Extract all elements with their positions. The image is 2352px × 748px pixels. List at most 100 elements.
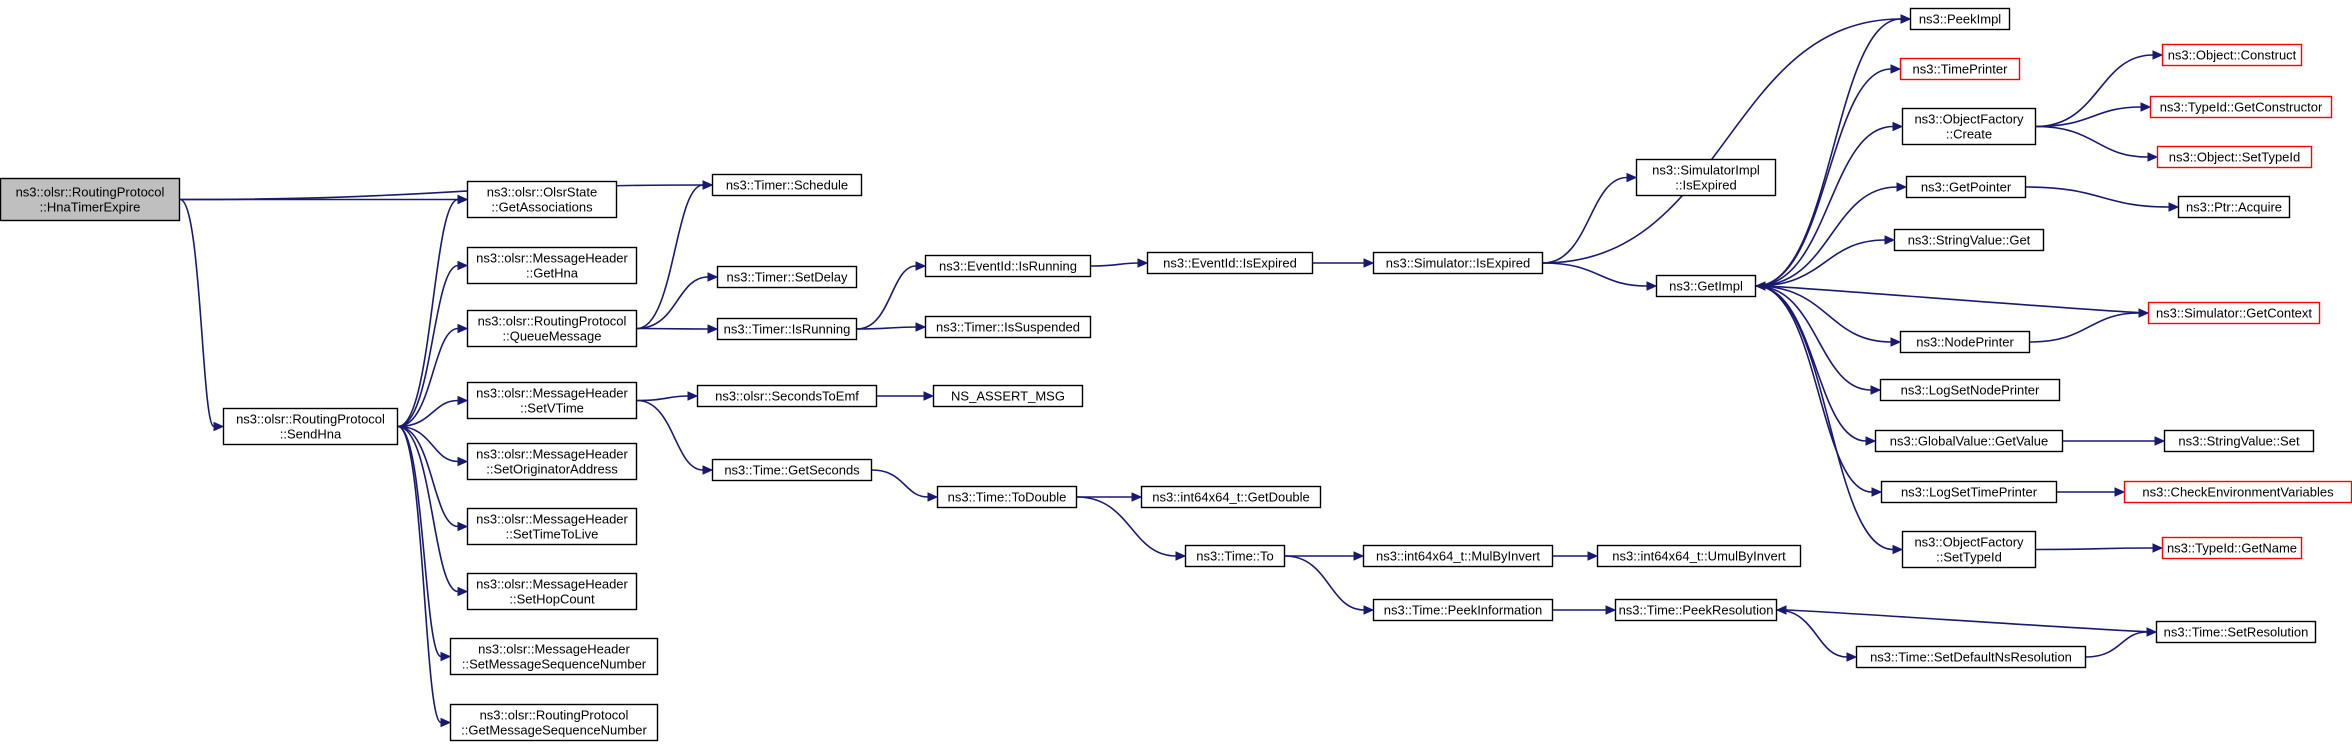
node-label-setdefres-line-0: ns3::Time::SetDefaultNsResolution [1870,650,2072,665]
node-getpointer[interactable]: ns3::GetPointer [1905,175,2027,199]
edge-getimpl-to-ofsettypeid [1755,285,1894,551]
node-timeprinter[interactable]: ns3::TimePrinter [1899,57,2021,81]
node-label-setvtime-line-0: ns3::olsr::MessageHeader [476,386,628,401]
node-typeidgetname[interactable]: ns3::TypeId::GetName [2161,536,2303,560]
node-label-objsettypeid-line-0: ns3::Object::SetTypeId [2169,150,2301,165]
node-label-setres-line-0: ns3::Time::SetResolution [2164,625,2309,640]
node-simisexpired[interactable]: ns3::Simulator::IsExpired [1372,251,1544,275]
node-box-peekinfo [1372,598,1554,622]
node-objsettypeid[interactable]: ns3::Object::SetTypeId [2156,145,2313,169]
node-evisrunning[interactable]: ns3::EventId::IsRunning [924,254,1092,278]
node-label-gethna-line-1: ::GetHna [526,266,579,281]
node-label-secstoemf-line-0: ns3::olsr::SecondsToEmf [715,389,859,404]
node-label-getassoc-line-0: ns3::olsr::OlsrState [487,185,598,200]
node-box-simimplisexp [1635,158,1777,197]
node-label-setttl-line-0: ns3::olsr::MessageHeader [476,512,628,527]
edge-sendhna-to-setseq [397,425,442,658]
node-getconstructor[interactable]: ns3::TypeId::GetConstructor [2149,95,2333,119]
arrowhead-root-to-sendhna [213,421,225,432]
node-umulbyinv[interactable]: ns3::int64x64_t::UmulByInvert [1596,544,1802,568]
node-secstoemf[interactable]: ns3::olsr::SecondsToEmf [696,384,878,408]
node-mulbyinv[interactable]: ns3::int64x64_t::MulByInvert [1362,544,1554,568]
node-root[interactable]: ns3::olsr::RoutingProtocol::HnaTimerExpi… [0,177,181,222]
arrowhead-getimpl-to-logsetnode [1870,385,1882,395]
node-schedule[interactable]: ns3::Timer::Schedule [711,173,863,197]
node-sethop[interactable]: ns3::olsr::MessageHeader::SetHopCount [466,572,638,611]
node-queuemsg[interactable]: ns3::olsr::RoutingProtocol::QueueMessage [466,309,638,348]
edge-queuemsg-to-isrunningT [636,327,709,330]
edge-queuemsg-to-schedule [636,184,704,330]
node-box-evisrunning [924,254,1092,278]
node-getseq[interactable]: ns3::olsr::RoutingProtocol::GetMessageSe… [449,703,659,742]
node-assertmsg[interactable]: NS_ASSERT_MSG [932,384,1084,408]
node-gethna[interactable]: ns3::olsr::MessageHeader::GetHna [466,246,638,285]
node-label-isrunningT-line-0: ns3::Timer::IsRunning [724,322,851,337]
arrowhead-getimpl-to-gvgetvalue [1865,436,1877,446]
edge-todouble-to-timeto [1076,496,1177,557]
arrowhead-simisexpired-to-getimpl [1646,281,1658,291]
arrowhead-getpointer-to-ptracquire [2168,202,2180,212]
node-box-setseq [449,637,659,676]
arrowhead-ofcreate-to-getconstructor [2140,102,2152,112]
edge-sendhna-to-sethop [397,425,459,593]
node-box-getimpl [1655,274,1757,298]
node-peekinfo[interactable]: ns3::Time::PeekInformation [1372,598,1554,622]
node-label-ofsettypeid-line-1: ::SetTypeId [1936,550,2002,565]
node-logsetnode[interactable]: ns3::LogSetNodePrinter [1879,378,2061,402]
node-ofcreate[interactable]: ns3::ObjectFactory::Create [1901,107,2037,146]
node-getassoc[interactable]: ns3::olsr::OlsrState::GetAssociations [466,180,618,219]
node-label-logsettime-line-0: ns3::LogSetTimePrinter [1901,485,2038,500]
node-getcontext[interactable]: ns3::Simulator::GetContext [2147,301,2321,325]
node-gvgetvalue[interactable]: ns3::GlobalValue::GetValue [1874,429,2064,453]
node-objconstruct[interactable]: ns3::Object::Construct [2161,43,2303,67]
node-box-root [0,177,181,222]
edge-evisrunning-to-evisexpired [1090,262,1139,267]
node-strvalset[interactable]: ns3::StringValue::Set [2163,429,2315,453]
edge-isrunningT-to-evisrunning [856,265,917,330]
node-getimpl[interactable]: ns3::GetImpl [1655,274,1757,298]
edge-simisexpired-to-peekimpl [1542,18,1902,264]
node-ofsettypeid[interactable]: ns3::ObjectFactory::SetTypeId [1901,530,2037,569]
node-label-root-line-1: ::HnaTimerExpire [40,200,141,215]
arrowhead-queuemsg-to-setdelay [707,272,719,282]
node-sendhna[interactable]: ns3::olsr::RoutingProtocol::SendHna [222,407,399,446]
arrowhead-ofcreate-to-objconstruct [2152,50,2164,60]
node-timeto[interactable]: ns3::Time::To [1184,544,1286,568]
node-strvalget[interactable]: ns3::StringValue::Get [1893,228,2045,252]
node-evisexpired[interactable]: ns3::EventId::IsExpired [1146,251,1314,275]
arrowhead-isrunningT-to-issusp [915,322,927,332]
node-simimplisexp[interactable]: ns3::SimulatorImpl::IsExpired [1635,158,1777,197]
arrowhead-queuemsg-to-schedule [702,180,714,190]
node-peekres[interactable]: ns3::Time::PeekResolution [1614,598,1778,622]
node-setdelay[interactable]: ns3::Timer::SetDelay [716,265,858,289]
arrowhead-sendhna-to-getassoc [457,194,469,205]
node-box-assertmsg [932,384,1084,408]
node-isrunningT[interactable]: ns3::Timer::IsRunning [716,317,858,341]
node-getdouble[interactable]: ns3::int64x64_t::GetDouble [1140,485,1322,509]
node-getseconds[interactable]: ns3::Time::GetSeconds [711,458,873,482]
node-box-objsettypeid [2156,145,2313,169]
node-setorig[interactable]: ns3::olsr::MessageHeader::SetOriginatorA… [466,442,638,481]
arrowhead-peekres-to-setdefres [1846,652,1858,662]
arrowhead-getimpl-to-ofcreate [1892,121,1904,132]
node-issusp[interactable]: ns3::Timer::IsSuspended [924,315,1092,339]
node-checkenv[interactable]: ns3::CheckEnvironmentVariables [2123,480,2352,504]
edge-setvtime-to-getseconds [636,399,704,471]
edge-getimpl-to-gvgetvalue [1755,285,1867,442]
node-logsettime[interactable]: ns3::LogSetTimePrinter [1880,480,2058,504]
node-setdefres[interactable]: ns3::Time::SetDefaultNsResolution [1855,645,2087,669]
edge-setvtime-to-secstoemf [636,395,689,402]
node-setseq[interactable]: ns3::olsr::MessageHeader::SetMessageSequ… [449,637,659,676]
node-ptracquire[interactable]: ns3::Ptr::Acquire [2177,195,2291,219]
node-setres[interactable]: ns3::Time::SetResolution [2155,620,2317,644]
node-todouble[interactable]: ns3::Time::ToDouble [936,485,1078,509]
node-label-setdelay-line-0: ns3::Timer::SetDelay [727,270,848,285]
arrowhead-sendhna-to-setorig [457,456,469,467]
node-setttl[interactable]: ns3::olsr::MessageHeader::SetTimeToLive [466,507,638,546]
node-peekimpl[interactable]: ns3::PeekImpl [1909,7,2011,31]
node-box-schedule [711,173,863,197]
node-box-logsettime [1880,480,2058,504]
node-nodeprinter[interactable]: ns3::NodePrinter [1899,330,2031,354]
node-setvtime[interactable]: ns3::olsr::MessageHeader::SetVTime [466,381,638,420]
node-label-getseq-line-1: ::GetMessageSequenceNumber [461,723,647,738]
